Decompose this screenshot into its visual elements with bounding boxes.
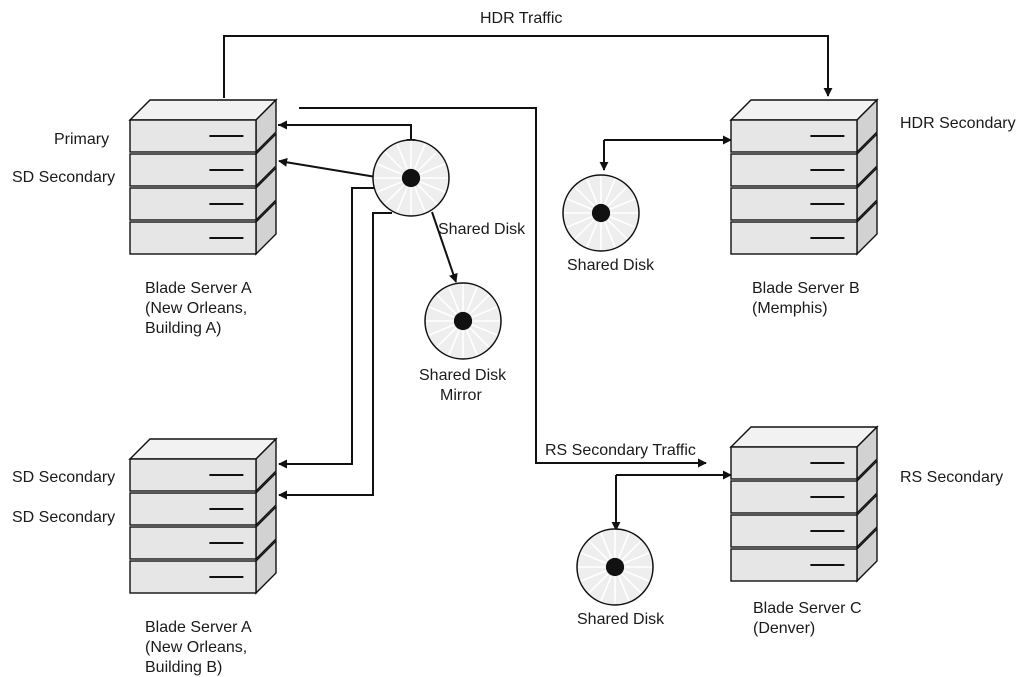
disk-to-sd-secondary-b2-line (278, 212, 392, 500)
server-location: (New Orleans, (145, 300, 247, 317)
disk-spoke (574, 218, 596, 240)
disk-spoke (580, 569, 608, 582)
disk-to-mirror-line (431, 211, 458, 283)
shared-disk-denver-label: Shared Disk (577, 611, 665, 628)
disk-spoke (470, 306, 498, 319)
server-building: Building B) (145, 659, 222, 676)
disk-spoke (606, 186, 628, 208)
server-title: Blade Server A (145, 280, 252, 297)
shared-disk-mirror-icon (424, 282, 502, 360)
shared-disk-mirror-label: Shared Disk (419, 367, 507, 384)
blade-label-sd-secondary-2: SD Secondary (12, 509, 115, 526)
disk-spoke (622, 569, 650, 582)
blade-label-sd-secondary-1: SD Secondary (12, 469, 115, 486)
disk-spoke (448, 286, 461, 314)
disk-spoke (600, 574, 613, 602)
blade-label-sd-secondary: SD Secondary (12, 169, 115, 186)
blade-server-new-orleans-a (128, 98, 278, 256)
shared-disk-memphis-icon (562, 174, 640, 252)
disk-spoke (416, 151, 438, 173)
shared-disk-icon (372, 139, 450, 217)
disk-spoke (384, 151, 406, 173)
disk-spoke (588, 572, 610, 594)
disk-spoke (396, 143, 409, 171)
server-building: Building A) (145, 320, 222, 337)
disk-hub (453, 311, 473, 331)
server-top-face (128, 438, 278, 460)
server-top-face (729, 99, 879, 121)
disk-spoke (418, 180, 446, 193)
disk-to-sd-secondary-line (278, 157, 377, 178)
disk-spoke (620, 540, 642, 562)
shared-disk-memphis-label: Shared Disk (567, 257, 655, 274)
server-title: Blade Server C (753, 600, 862, 617)
blade-server-memphis (729, 98, 879, 256)
disk-spoke (428, 323, 456, 336)
disk-spoke (586, 220, 599, 248)
disk-spoke (396, 185, 409, 213)
disk-spoke (468, 294, 490, 316)
disk-spoke (574, 186, 596, 208)
disk-spoke (376, 163, 404, 176)
disk-spoke (588, 540, 610, 562)
rs-traffic-line (299, 107, 707, 468)
disk-spoke (418, 163, 446, 176)
disk-spoke (384, 183, 406, 205)
shared-disk-mirror-label-2: Mirror (440, 387, 482, 404)
blade-server-denver (729, 425, 879, 583)
server-top-face (128, 99, 278, 121)
hdr-traffic-line (223, 35, 833, 98)
hdr-traffic-label: HDR Traffic (480, 10, 562, 27)
disk-spoke (617, 574, 630, 602)
server-location: (New Orleans, (145, 639, 247, 656)
blade (730, 221, 858, 255)
disk-spoke (608, 198, 636, 211)
blade-server-new-orleans-b (128, 437, 278, 595)
server-title: Blade Server A (145, 619, 252, 636)
disk-spoke (376, 180, 404, 193)
disk-spoke (470, 323, 498, 336)
blade-label-primary: Primary (54, 131, 109, 148)
server-location: (Denver) (753, 620, 815, 637)
disk-spoke (600, 532, 613, 560)
disk-spoke (448, 328, 461, 356)
disk-spoke (566, 198, 594, 211)
rs-secondary-label: RS Secondary (900, 469, 1003, 486)
disk-spoke (413, 185, 426, 213)
shared-disk-denver-icon (576, 528, 654, 606)
disk-hub (591, 203, 611, 223)
shared-disk-label: Shared Disk (438, 221, 526, 238)
disk-spoke (436, 326, 458, 348)
connections (223, 35, 833, 531)
disk-spoke (586, 178, 599, 206)
disk-hub (605, 557, 625, 577)
disk-spoke (603, 220, 616, 248)
disk-spoke (468, 326, 490, 348)
hdr-secondary-label: HDR Secondary (900, 115, 1016, 132)
disk-spoke (608, 215, 636, 228)
disk-spoke (620, 572, 642, 594)
rs-traffic-label: RS Secondary Traffic (545, 442, 696, 459)
disk-spoke (416, 183, 438, 205)
disk-to-sd-secondary-b1-line (278, 187, 384, 469)
disk-spoke (603, 178, 616, 206)
disk-hub (401, 168, 421, 188)
disk-spoke (465, 286, 478, 314)
disk-spoke (413, 143, 426, 171)
disk-spoke (428, 306, 456, 319)
disk-spoke (617, 532, 630, 560)
primary-to-disk-line (278, 124, 416, 148)
disk-spoke (436, 294, 458, 316)
disk-spoke (622, 552, 650, 565)
disk-spoke (465, 328, 478, 356)
disk-spoke (606, 218, 628, 240)
server-title: Blade Server B (752, 280, 860, 297)
server-location: (Memphis) (752, 300, 828, 317)
disk-spoke (580, 552, 608, 565)
server-top-face (729, 426, 879, 448)
disk-spoke (566, 215, 594, 228)
